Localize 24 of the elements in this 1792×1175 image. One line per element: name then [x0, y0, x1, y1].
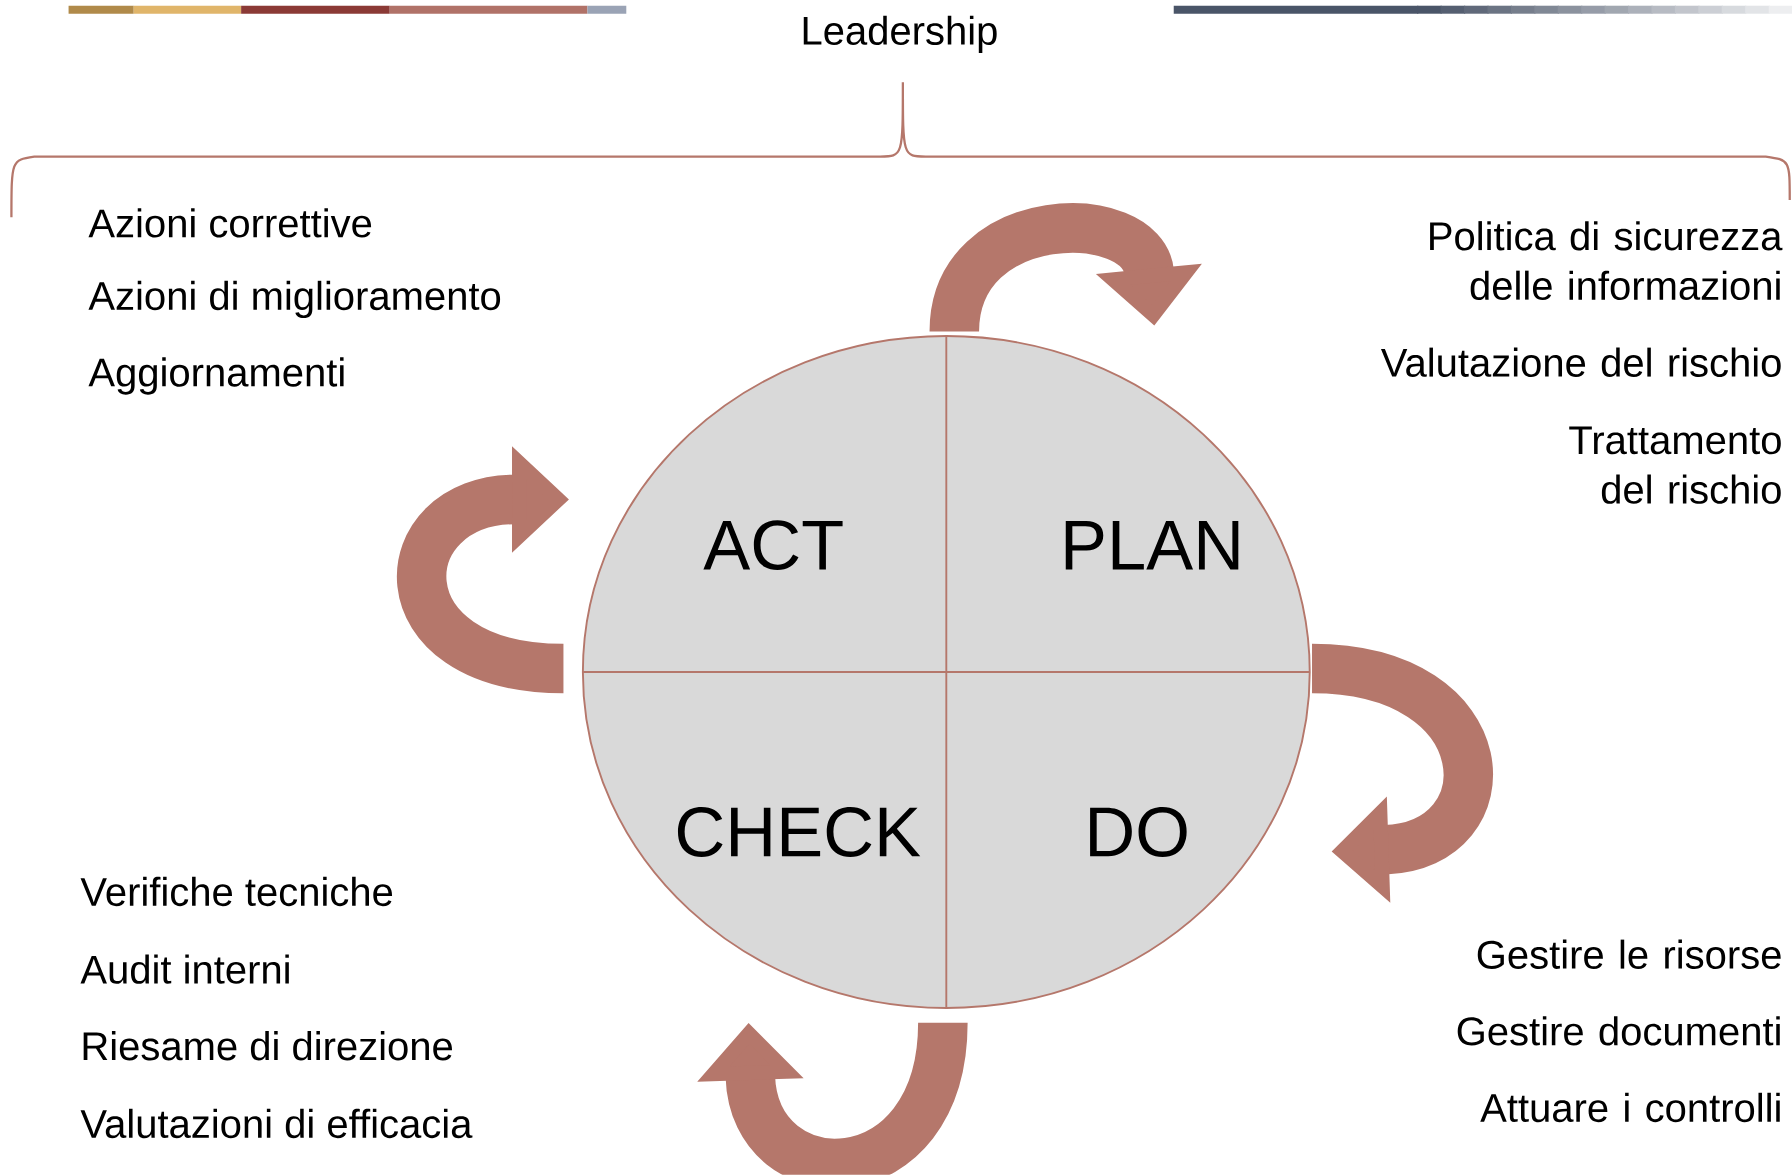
quadrant: PLAN — [946, 336, 1310, 673]
list-item: Valutazione del rischio — [1381, 347, 1781, 378]
quadrant: ACT — [582, 336, 947, 673]
list-item: Azioni correttive — [88, 208, 372, 238]
list-item: Valutazioni di efficacia — [80, 1108, 473, 1139]
node-label: ACT — [703, 520, 843, 571]
list-item: Aggiornamenti — [88, 357, 344, 395]
list-item: Leadership — [803, 15, 997, 53]
quadrant: CHECK — [582, 672, 947, 1009]
quadrant: DO — [946, 672, 1310, 1009]
curved-arrow — [1310, 643, 1493, 903]
list-item: Riesame di direzione — [83, 1031, 452, 1061]
list-item: Verifiche tecniche — [80, 876, 393, 907]
list-item: Politica di sicurezza delle informazioni — [1430, 221, 1783, 301]
node-label: DO — [1090, 807, 1187, 858]
node-label: CHECK — [677, 807, 921, 858]
list-item: Attuare i controlli — [1480, 1092, 1780, 1123]
node-label: PLAN — [1065, 520, 1239, 570]
list-item: Azioni di miglioramento — [88, 280, 501, 319]
list-item: Audit interni — [80, 954, 289, 984]
curved-arrow — [697, 1020, 968, 1175]
list-item: Gestire le risorse — [1477, 939, 1781, 970]
list-item: Trattamento del rischio — [1569, 426, 1781, 504]
list-item: Gestire documenti — [1457, 1016, 1780, 1046]
